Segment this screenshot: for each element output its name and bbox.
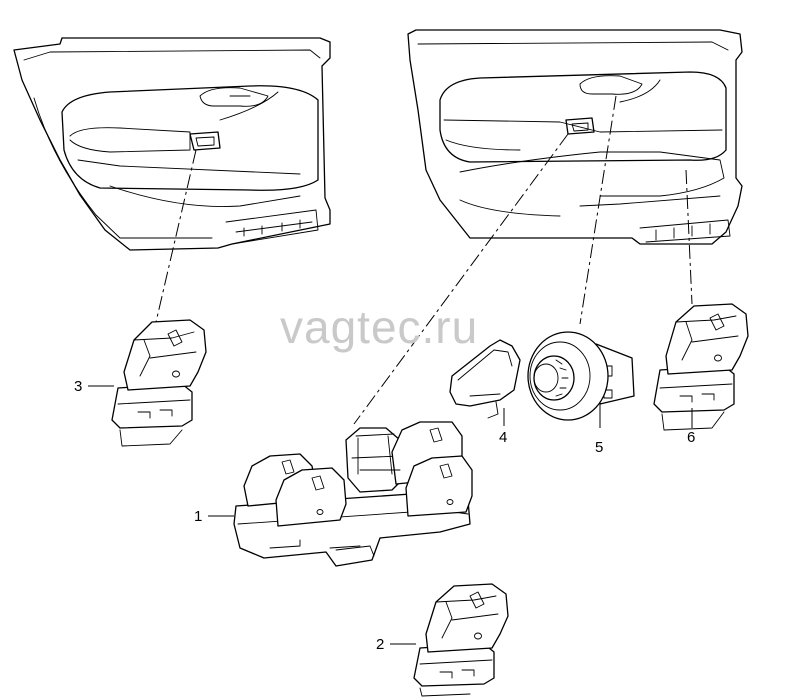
watermark: vagtec.ru <box>280 301 478 353</box>
callout-6: 6 <box>687 429 695 446</box>
callout-3: 3 <box>74 378 82 395</box>
single-switch-part-2 <box>413 583 509 697</box>
mirror-switch-part-5 <box>527 331 635 421</box>
front-door-panel <box>407 29 743 245</box>
master-switch-part-1 <box>233 421 473 567</box>
locator-lines <box>155 95 693 425</box>
single-switch-part-3 <box>111 319 207 447</box>
leader-lines <box>88 385 693 645</box>
plug-part-4 <box>449 339 521 419</box>
callout-4: 4 <box>499 429 507 446</box>
rear-door-panel <box>13 37 331 251</box>
single-switch-part-6 <box>653 303 749 431</box>
callout-2: 2 <box>376 636 384 653</box>
callout-1: 1 <box>194 508 202 525</box>
callout-5: 5 <box>595 439 603 456</box>
